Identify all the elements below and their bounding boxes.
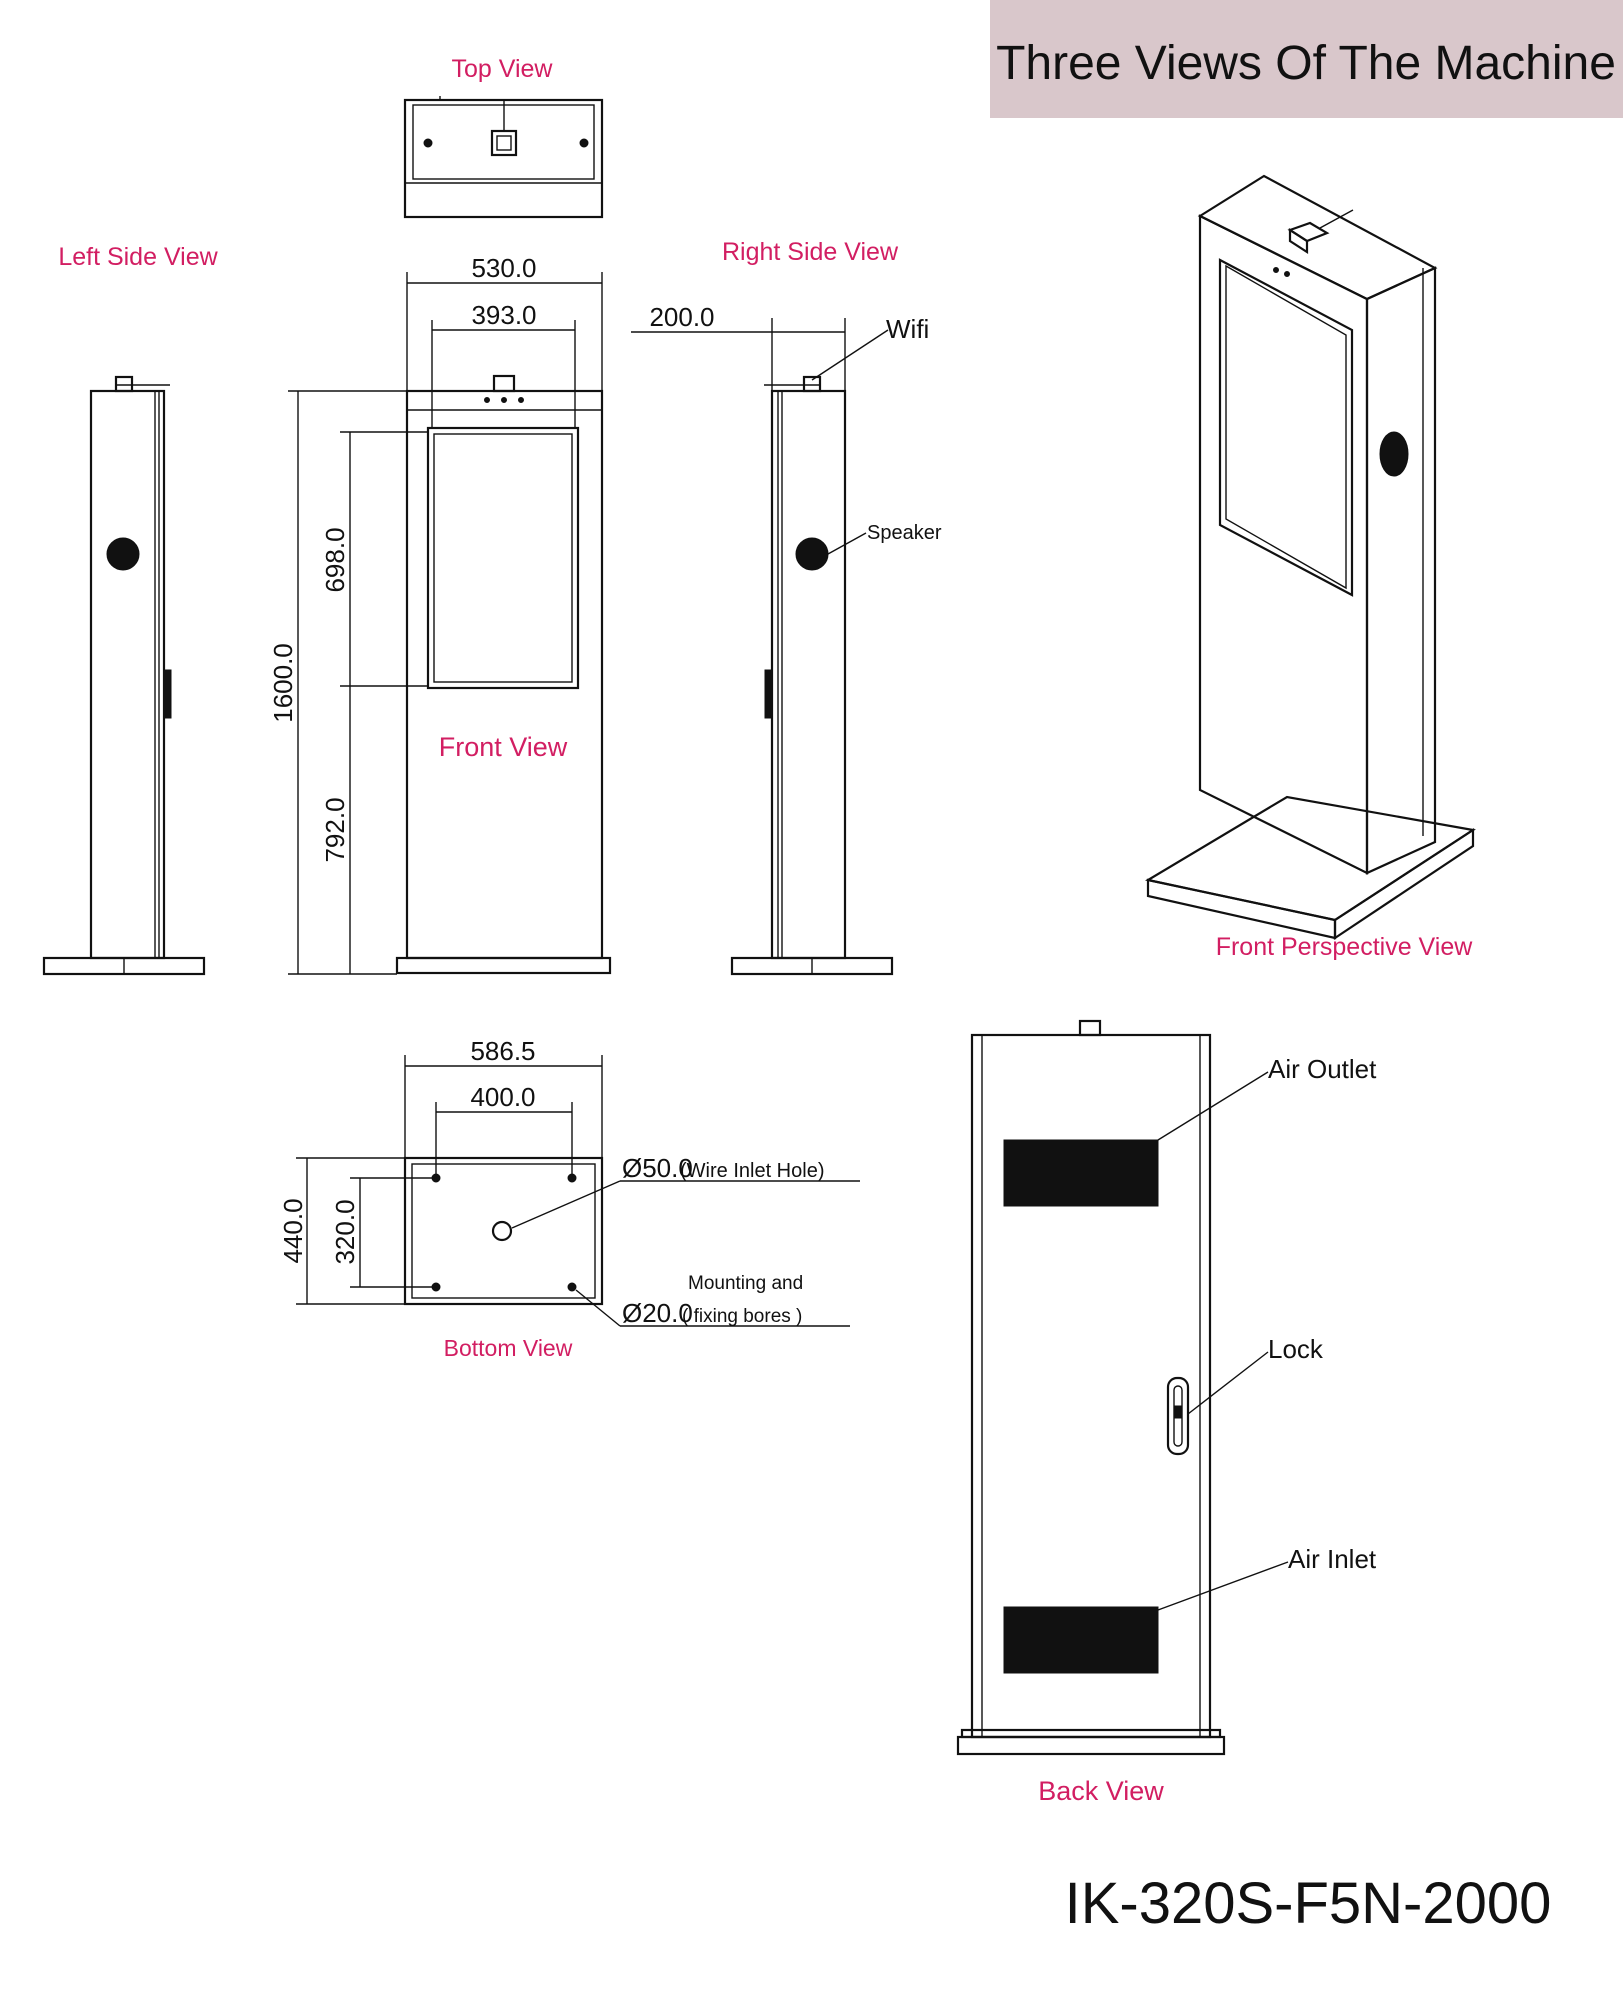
top-view-label: Top View	[452, 55, 554, 83]
front-dimension-lines	[288, 272, 603, 975]
left-side-view-drawing	[42, 375, 206, 976]
dim-base-depth: 440.0	[278, 1198, 308, 1263]
bottom-view-drawing	[296, 1055, 860, 1327]
right-side-view-drawing	[631, 318, 894, 976]
left-side-view-label: Left Side View	[58, 243, 218, 271]
dim-depth: 200.0	[649, 302, 714, 332]
front-perspective-view-label: Front Perspective View	[1216, 933, 1474, 961]
back-view-drawing	[956, 1019, 1289, 1756]
sheet-title: Three Views Of The Machine	[996, 37, 1616, 90]
dim-bottom-to-screen: 792.0	[320, 797, 350, 862]
bottom-view-label: Bottom View	[444, 1335, 573, 1361]
dim-bolt-spacing-x: 400.0	[470, 1082, 535, 1112]
wire-hole-callout: (Wire Inlet Hole)	[680, 1160, 824, 1182]
wire-hole-dimension: Ø50.0	[622, 1153, 693, 1183]
air-outlet-callout: Air Outlet	[1268, 1054, 1377, 1084]
lock-callout: Lock	[1268, 1334, 1324, 1364]
title-banner	[990, 0, 1623, 118]
wifi-callout: Wifi	[886, 314, 929, 344]
speaker-callout: Speaker	[867, 522, 942, 544]
dim-bolt-spacing-y: 320.0	[330, 1199, 360, 1264]
air-inlet-callout: Air Inlet	[1288, 1544, 1377, 1574]
dim-base-width: 586.5	[470, 1036, 535, 1066]
bore-dimension: Ø20.0	[622, 1298, 693, 1328]
dim-screen-width: 393.0	[471, 300, 536, 330]
mounting-callout-line1: Mounting and	[688, 1273, 803, 1294]
front-view-drawing	[395, 374, 612, 975]
mounting-callout-line2: ( fixing bores )	[682, 1306, 802, 1327]
dim-screen-height: 698.0	[320, 527, 350, 592]
back-view-label: Back View	[1038, 1776, 1164, 1806]
top-view-drawing	[403, 96, 604, 219]
front-view-label: Front View	[439, 732, 568, 762]
perspective-view-drawing	[1145, 174, 1476, 941]
model-number: IK-320S-F5N-2000	[1065, 1871, 1552, 1936]
right-side-view-label: Right Side View	[722, 238, 899, 266]
dim-front-width: 530.0	[471, 253, 536, 283]
dim-total-height: 1600.0	[268, 643, 298, 723]
